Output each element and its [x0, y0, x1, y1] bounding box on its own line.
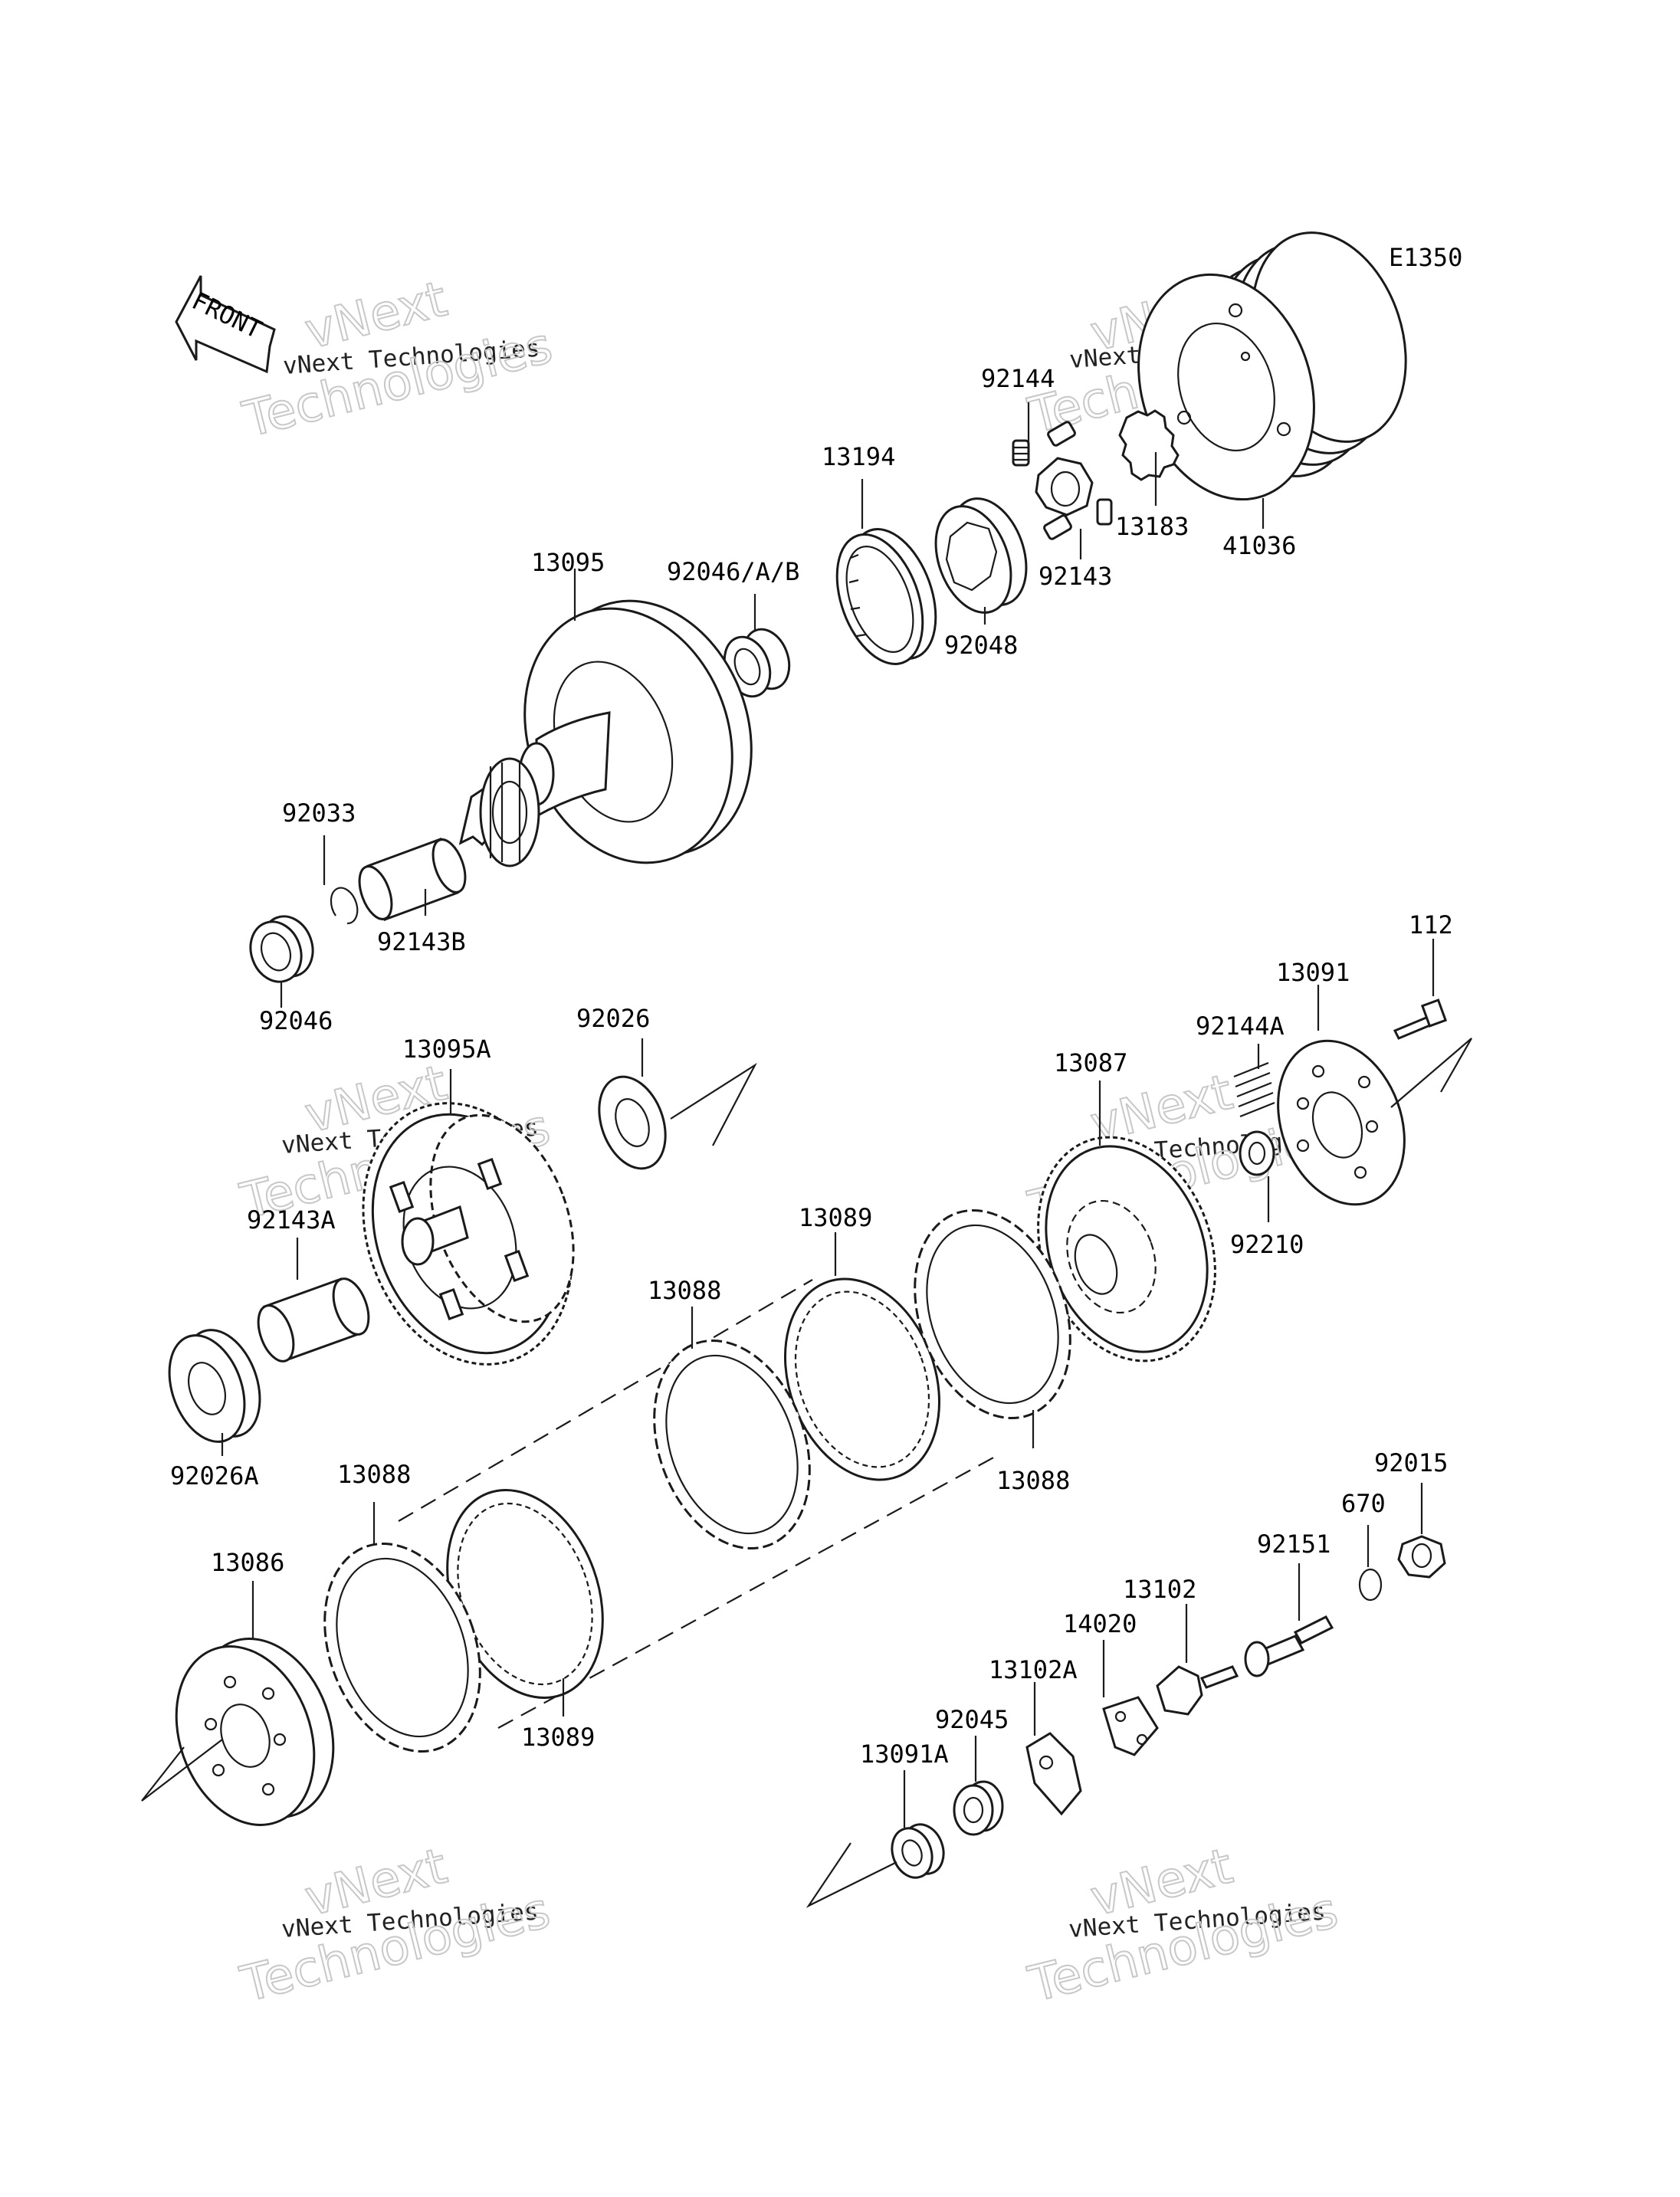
- label-92210: 92210: [1230, 1230, 1304, 1259]
- part-92048-bearing: [934, 497, 1028, 614]
- label-92143A: 92143A: [247, 1205, 336, 1235]
- part-13095A-clutch-housing: [362, 1102, 575, 1366]
- part-92045-ball-bearing: [953, 1780, 1004, 1836]
- label-13183: 13183: [1115, 512, 1189, 541]
- label-92046: 92046: [259, 1006, 333, 1035]
- label-92048: 92048: [944, 631, 1018, 660]
- label-92143B: 92143B: [377, 927, 466, 956]
- label-13102A: 13102A: [989, 1655, 1078, 1684]
- label-13088-middle: 13088: [648, 1276, 721, 1305]
- label-13089-top: 13089: [799, 1203, 872, 1232]
- assembly-line-top: [398, 1279, 813, 1522]
- part-92026-washer: [598, 1075, 667, 1170]
- part-92144-spring: [1012, 421, 1076, 467]
- part-92151-adjusting-screw: [1244, 1615, 1334, 1677]
- label-13086: 13086: [211, 1548, 284, 1577]
- part-13095-driven-gear: [458, 599, 753, 867]
- part-13086-clutch-plate: [175, 1638, 335, 1826]
- label-13089-bottom: 13089: [521, 1723, 595, 1752]
- part-13102A-lever: [1025, 1732, 1082, 1816]
- label-92033: 92033: [282, 798, 356, 828]
- label-92144A: 92144A: [1196, 1012, 1285, 1041]
- part-41036-clutch-housing: [1137, 231, 1407, 501]
- label-92026: 92026: [576, 1004, 650, 1033]
- label-13088-right: 13088: [996, 1466, 1070, 1495]
- part-92033-circlip: [330, 887, 359, 925]
- watermark-bottom-right: vNext Technologies vNext Technologies: [1022, 1837, 1344, 2014]
- part-92144A-spring: [1233, 1061, 1275, 1118]
- part-one-way-cam: [1035, 457, 1094, 516]
- label-92144: 92144: [981, 364, 1055, 393]
- label-92151: 92151: [1257, 1530, 1331, 1559]
- part-92143B-collar: [358, 838, 467, 921]
- part-13088-friction-plate-right: [914, 1208, 1071, 1420]
- label-112: 112: [1409, 910, 1453, 939]
- part-112-bolt: [1393, 998, 1448, 1040]
- label-13091A: 13091A: [860, 1740, 949, 1769]
- part-13087-clutch-hub: [1037, 1136, 1216, 1362]
- label-92015: 92015: [1374, 1448, 1448, 1477]
- part-13183-washer: [1118, 409, 1180, 481]
- label-92045: 92045: [935, 1705, 1009, 1734]
- part-13088-friction-plate-left: [323, 1542, 481, 1753]
- label-92026A: 92026A: [170, 1461, 259, 1490]
- part-92143A-collar: [257, 1277, 370, 1362]
- part-92046-needle-bearing: [249, 915, 314, 983]
- part-13091-pressure-plate: [1277, 1039, 1406, 1206]
- label-41036: 41036: [1222, 531, 1296, 560]
- label-13087: 13087: [1054, 1048, 1127, 1077]
- part-13091A-plate: [891, 1823, 945, 1879]
- label-13102: 13102: [1123, 1575, 1196, 1604]
- part-13102-release-lever: [1156, 1665, 1239, 1716]
- label-92046AB: 92046/A/B: [667, 557, 799, 586]
- part-92015-nut: [1397, 1535, 1446, 1579]
- part-13088-friction-plate-middle: [653, 1339, 811, 1550]
- part-92143-spring: [1043, 498, 1113, 540]
- label-13095: 13095: [531, 548, 605, 577]
- watermark-top-left: vNext Technologies vNext Technologies: [237, 270, 559, 449]
- label-13095A: 13095A: [402, 1035, 491, 1064]
- label-13088-left: 13088: [337, 1460, 411, 1489]
- label-13194: 13194: [822, 442, 895, 471]
- label-14020: 14020: [1063, 1609, 1137, 1638]
- part-92210-nut: [1239, 1130, 1275, 1176]
- part-14020-plate: [1102, 1696, 1159, 1756]
- label-13091: 13091: [1276, 958, 1350, 987]
- watermark-bottom-left: vNext Technologies vNext Technologies: [235, 1837, 556, 2014]
- part-92026A-washer: [168, 1329, 261, 1443]
- front-direction-arrow-icon: FRONT: [175, 275, 276, 374]
- label-92143: 92143: [1039, 562, 1112, 591]
- diagram-code: E1350: [1389, 243, 1462, 272]
- label-670: 670: [1341, 1489, 1386, 1518]
- part-13194-one-way-clutch: [835, 528, 937, 665]
- part-670-o-ring: [1358, 1568, 1383, 1602]
